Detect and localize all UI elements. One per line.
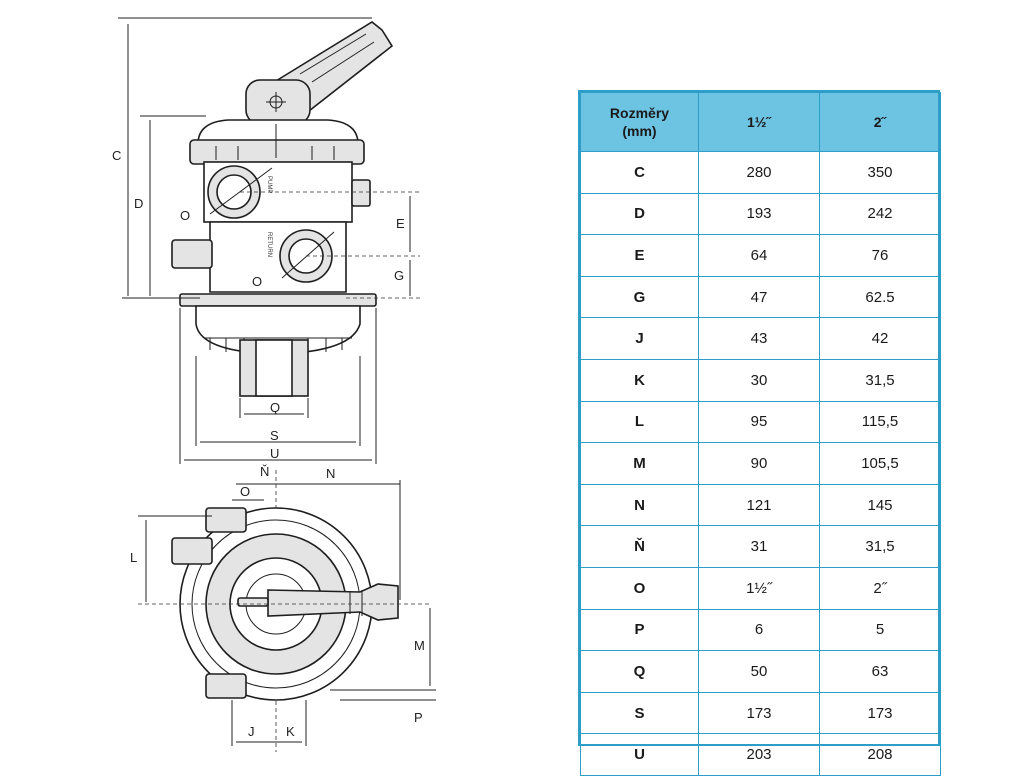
pump-label: PUMP bbox=[266, 176, 272, 193]
row-value-1-5: 31 bbox=[698, 525, 820, 568]
dim-label-k: K bbox=[286, 724, 295, 739]
row-value-1-5: 64 bbox=[698, 234, 820, 277]
row-value-2: 5 bbox=[819, 608, 941, 652]
row-value-2: 115,5 bbox=[819, 400, 941, 444]
row-key: G bbox=[580, 275, 699, 319]
row-value-1-5: 121 bbox=[698, 483, 820, 527]
dim-label-p: P bbox=[414, 710, 423, 725]
top-view: N Ň O L M P J K bbox=[130, 464, 436, 752]
row-key: Ň bbox=[580, 525, 699, 568]
row-value-2: 105,5 bbox=[819, 442, 941, 485]
dim-label-u: U bbox=[270, 446, 279, 461]
row-key: L bbox=[580, 400, 699, 444]
dim-label-n-tilde: Ň bbox=[260, 464, 269, 479]
row-key: S bbox=[580, 691, 699, 735]
dim-label-n: N bbox=[326, 466, 335, 481]
row-value-2: 208 bbox=[819, 733, 941, 776]
row-key: C bbox=[580, 151, 699, 194]
row-key: N bbox=[580, 483, 699, 527]
row-value-1-5: 173 bbox=[698, 691, 820, 735]
row-value-1-5: 90 bbox=[698, 442, 820, 485]
dim-label-d: D bbox=[134, 196, 143, 211]
row-value-1-5: 50 bbox=[698, 650, 820, 693]
table-header-row: Rozměry (mm) 1½˝ 2˝ bbox=[580, 92, 941, 152]
row-key: P bbox=[580, 608, 699, 652]
row-value-2: 173 bbox=[819, 691, 941, 735]
row-value-1-5: 6 bbox=[698, 608, 820, 652]
row-value-1-5: 280 bbox=[698, 151, 820, 194]
row-value-2: 76 bbox=[819, 234, 941, 277]
row-key: D bbox=[580, 192, 699, 236]
row-key: U bbox=[580, 733, 699, 776]
row-value-1-5: 43 bbox=[698, 317, 820, 360]
row-value-2: 145 bbox=[819, 483, 941, 527]
row-value-2: 242 bbox=[819, 192, 941, 236]
valve-technical-drawing: PUMP RETURN C D E G O O Q bbox=[112, 17, 436, 752]
row-value-2: 42 bbox=[819, 317, 941, 360]
row-value-1-5: 193 bbox=[698, 192, 820, 236]
row-value-1-5: 1½˝ bbox=[698, 566, 820, 610]
row-value-1-5: 95 bbox=[698, 400, 820, 444]
row-key: M bbox=[580, 442, 699, 485]
valve-flange bbox=[179, 293, 377, 307]
dim-label-o-left: O bbox=[180, 208, 190, 223]
top-handle bbox=[267, 583, 399, 621]
row-key: Q bbox=[580, 650, 699, 693]
valve-cap bbox=[197, 119, 359, 145]
row-value-2: 31,5 bbox=[819, 525, 941, 568]
row-key: J bbox=[580, 317, 699, 360]
return-label: RETURN bbox=[266, 232, 272, 257]
side-view: PUMP RETURN C D E G O O Q bbox=[112, 17, 420, 464]
row-key: K bbox=[580, 358, 699, 402]
row-value-2: 63 bbox=[819, 650, 941, 693]
header-size-2: 2˝ bbox=[819, 92, 941, 152]
row-value-2: 350 bbox=[819, 151, 941, 194]
dim-label-e: E bbox=[396, 216, 405, 231]
dim-label-o-top: O bbox=[240, 484, 250, 499]
dim-label-g: G bbox=[394, 268, 404, 283]
dim-label-o-center: O bbox=[252, 274, 262, 289]
dim-label-c: C bbox=[112, 148, 121, 163]
dim-label-m: M bbox=[414, 638, 425, 653]
dim-label-l: L bbox=[130, 550, 137, 565]
dim-label-s: S bbox=[270, 428, 279, 443]
dim-label-q: Q bbox=[270, 400, 280, 415]
header-dimensions: Rozměry (mm) bbox=[580, 92, 699, 152]
dim-label-j: J bbox=[248, 724, 255, 739]
row-key: E bbox=[580, 234, 699, 277]
header-size-1-5: 1½˝ bbox=[698, 92, 820, 152]
row-key: O bbox=[580, 566, 699, 610]
row-value-1-5: 203 bbox=[698, 733, 820, 776]
row-value-1-5: 30 bbox=[698, 358, 820, 402]
row-value-2: 31,5 bbox=[819, 358, 941, 402]
row-value-2: 2˝ bbox=[819, 566, 941, 610]
row-value-2: 62.5 bbox=[819, 275, 941, 319]
row-value-1-5: 47 bbox=[698, 275, 820, 319]
